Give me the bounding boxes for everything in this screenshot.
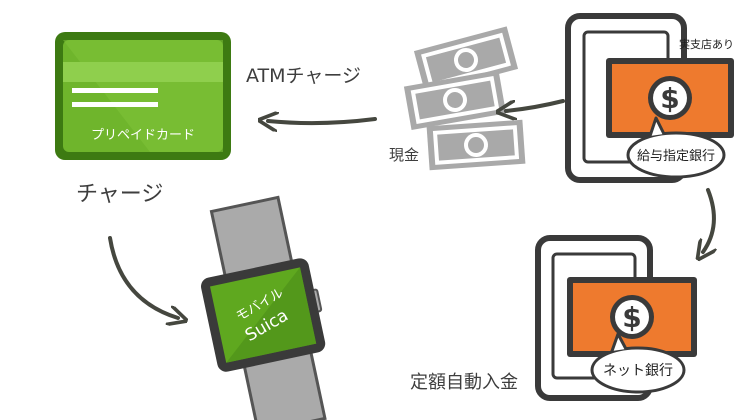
net-bank-label: ネット銀行 [603,363,673,379]
charge-label: チャージ [76,182,163,207]
store-available-label: 実支店あり [679,37,734,51]
charge-arrow [108,236,178,318]
atm-charge-label: ATMチャージ [246,65,361,87]
card-stripe [72,88,158,93]
net-bank-phone: $ ネット銀行 [535,235,697,401]
smartwatch-icon: モバイル Suica [201,195,327,420]
dollar-icon: $ [622,301,641,334]
prepaid-card-label: プリペイドカード [91,128,195,143]
withdraw-arrow [506,99,565,111]
speech-bubble [590,346,686,394]
dollar-icon: $ [660,82,679,115]
speech-bubble [626,131,726,179]
card-stripe [72,102,158,107]
fixed-auto-deposit-label: 定額自動入金 [410,372,518,393]
prepaid-card: プリペイドカード [55,32,231,160]
cash-label: 現金 [389,146,419,164]
atm-charge-arrow [268,119,377,123]
transfer-arrow [703,188,714,252]
salary-bank-phone: $ 給与指定銀行 [565,13,734,183]
cash-bills-icon [403,26,526,171]
salary-bank-label: 給与指定銀行 [637,149,715,164]
